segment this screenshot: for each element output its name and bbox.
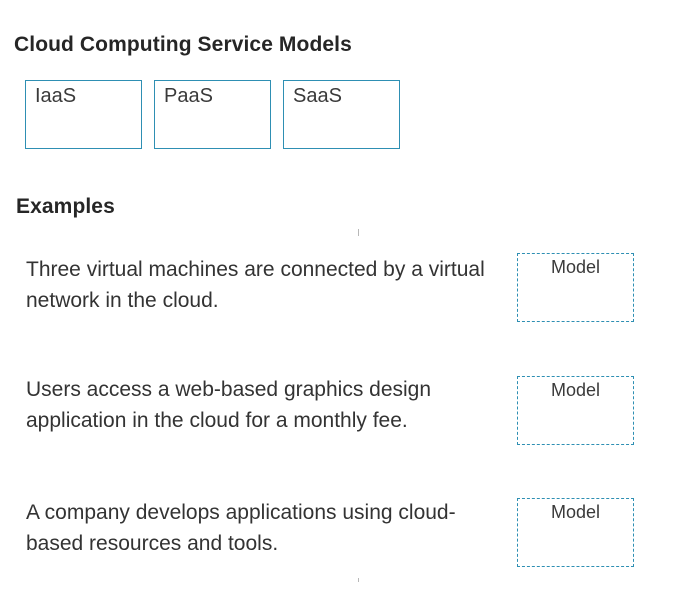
example-text-develop-apps: A company develops applications using cl… bbox=[26, 501, 456, 555]
model-drop-target-3[interactable]: Model bbox=[517, 498, 634, 567]
divider-tick bbox=[358, 578, 359, 582]
example-text-graphics-app: Users access a web-based graphics design… bbox=[26, 378, 432, 432]
model-drop-target-2[interactable]: Model bbox=[517, 376, 634, 445]
model-tile-saas[interactable]: SaaS bbox=[283, 80, 400, 149]
example-text-virtual-machines: Three virtual machines are connected by … bbox=[26, 258, 485, 312]
model-tile-iaas[interactable]: IaaS bbox=[25, 80, 142, 149]
examples-heading: Examples bbox=[16, 195, 115, 218]
model-tile-paas[interactable]: PaaS bbox=[154, 80, 271, 149]
divider-tick bbox=[358, 229, 359, 236]
service-models-heading: Cloud Computing Service Models bbox=[14, 33, 352, 56]
model-drop-target-1[interactable]: Model bbox=[517, 253, 634, 322]
service-model-tiles: IaaS PaaS SaaS bbox=[25, 80, 400, 149]
